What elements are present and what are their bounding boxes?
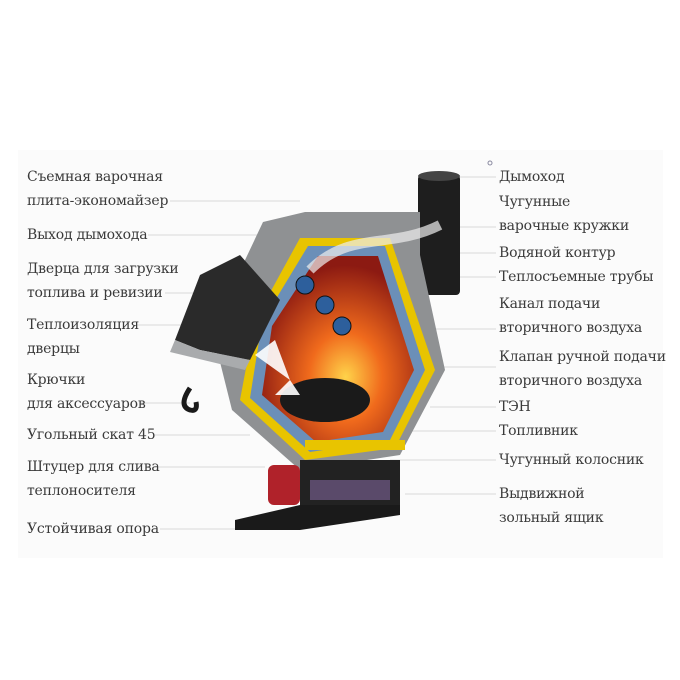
label-cast-iron-grate: Чугунный колосник bbox=[499, 452, 644, 468]
fuel-door bbox=[170, 255, 280, 370]
label-stable-support: Устойчивая опора bbox=[27, 521, 159, 537]
stove-body bbox=[212, 212, 445, 470]
label-firebox: Топливник bbox=[499, 423, 578, 439]
label-chimney: Дымоход bbox=[499, 169, 565, 185]
label-coal-slope: Угольный скат 45 bbox=[27, 427, 156, 443]
stove-base bbox=[235, 460, 400, 530]
label-water-jacket: Водяной контур bbox=[499, 245, 616, 261]
label-flue-outlet: Выход дымохода bbox=[27, 227, 148, 243]
label-heating-element: ТЭН bbox=[499, 399, 531, 415]
accessory-hook bbox=[181, 386, 199, 413]
label-heat-pipes: Теплосъемные трубы bbox=[499, 269, 654, 285]
marker-dot bbox=[487, 160, 493, 166]
